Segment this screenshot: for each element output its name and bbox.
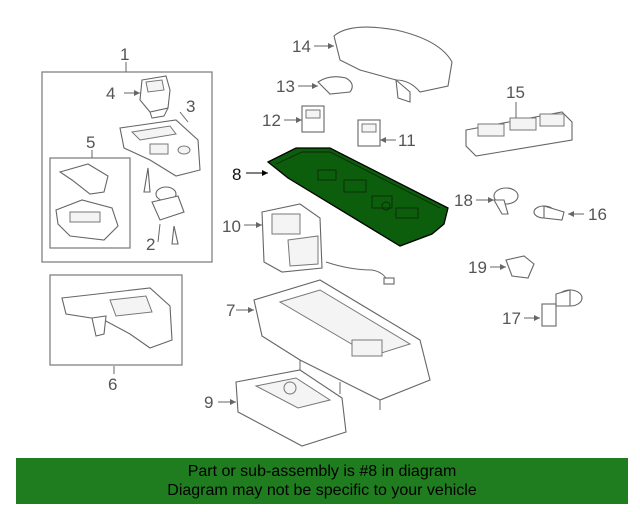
banner-line-1: Part or sub-assembly is #8 in diagram — [187, 463, 457, 480]
boot-part-5[interactable] — [55, 163, 119, 241]
bracket-part-9[interactable] — [235, 369, 347, 447]
group-box-6 — [49, 274, 183, 366]
console-body-part-7[interactable] — [253, 279, 431, 410]
switch-panel-part-15[interactable] — [465, 111, 573, 157]
power-outlet-part-17[interactable] — [541, 289, 583, 327]
banner-line-2: Diagram may not be specific to your vehi… — [167, 482, 477, 499]
cover-part-13[interactable] — [317, 76, 353, 95]
console-panel-part-8[interactable] — [266, 147, 449, 247]
shifter-assembly-part-10[interactable] — [261, 203, 395, 285]
callout-17[interactable]: 17 — [502, 309, 521, 328]
callout-12[interactable]: 12 — [262, 111, 281, 130]
parts-diagram: 1 4 3 5 2 6 — [41, 26, 607, 447]
info-banner: Part or sub-assembly is #8 in diagram Di… — [16, 458, 628, 504]
callout-6[interactable]: 6 — [108, 375, 117, 394]
callout-16[interactable]: 16 — [588, 205, 607, 224]
shift-knob-part-4[interactable] — [139, 75, 171, 119]
callout-11[interactable]: 11 — [398, 131, 416, 150]
callout-4[interactable]: 4 — [106, 84, 115, 103]
callout-9[interactable]: 9 — [204, 393, 213, 412]
callout-2[interactable]: 2 — [146, 235, 155, 254]
switch-part-12[interactable] — [301, 105, 325, 133]
callout-13[interactable]: 13 — [276, 77, 295, 96]
trim-plate-part-3[interactable] — [119, 119, 201, 177]
callout-5[interactable]: 5 — [86, 133, 95, 152]
lighter-part-16[interactable] — [533, 205, 565, 221]
bracket-part-2[interactable] — [143, 167, 185, 245]
callout-15[interactable]: 15 — [506, 83, 525, 102]
callout-18[interactable]: 18 — [454, 191, 473, 210]
socket-part-18[interactable] — [493, 187, 519, 215]
bezel-part-6[interactable] — [61, 287, 173, 349]
armrest-lid-part-14[interactable] — [333, 26, 453, 103]
group-box-1 — [41, 71, 213, 263]
group-box-5 — [49, 157, 131, 249]
switch-part-11[interactable] — [357, 119, 381, 147]
callout-1[interactable]: 1 — [120, 45, 129, 64]
callout-8[interactable]: 8 — [232, 165, 241, 184]
bracket-part-19[interactable] — [505, 255, 535, 279]
callout-10[interactable]: 10 — [222, 217, 241, 236]
callout-14[interactable]: 14 — [292, 37, 311, 56]
callout-19[interactable]: 19 — [468, 258, 487, 277]
callout-3[interactable]: 3 — [186, 97, 195, 116]
callout-7[interactable]: 7 — [226, 301, 235, 320]
